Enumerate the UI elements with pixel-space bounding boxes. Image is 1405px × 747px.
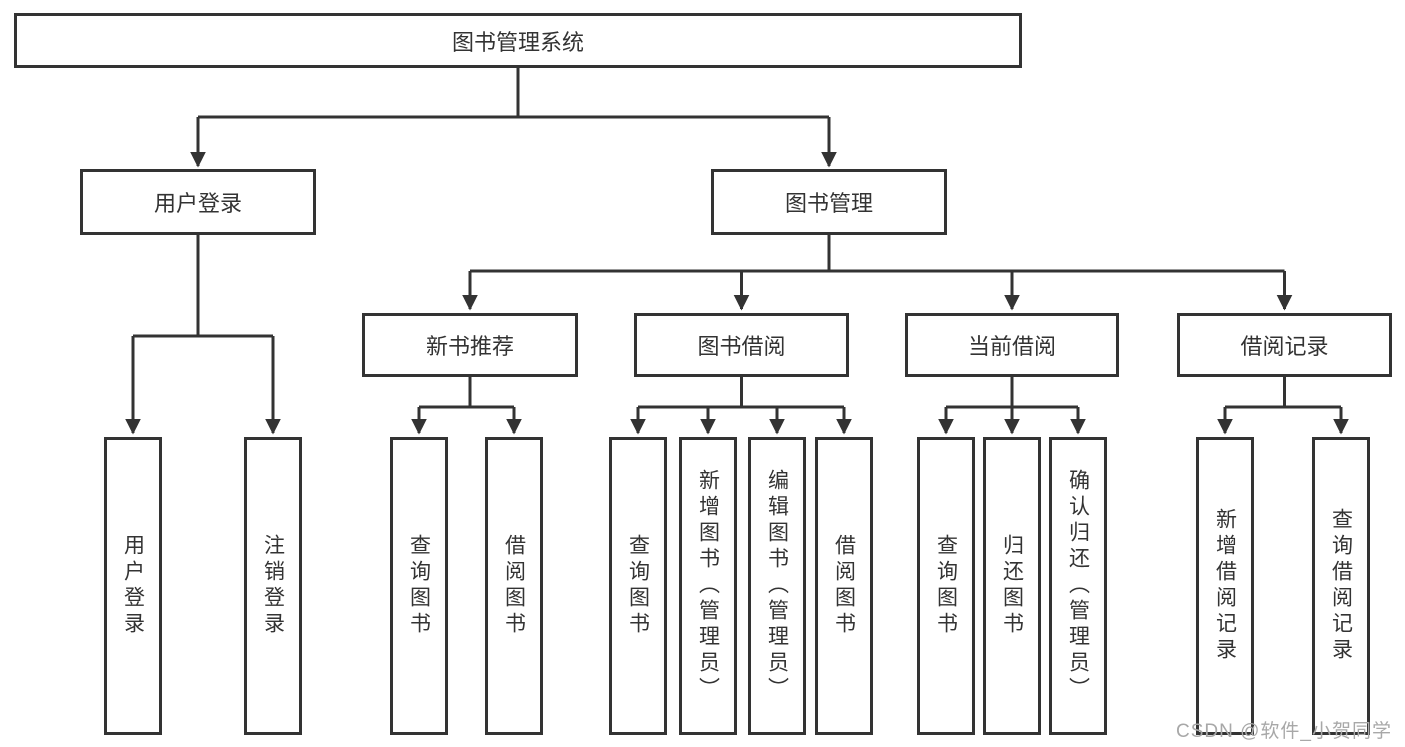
leaf-add-book-admin-label: 新增图书（管理员） — [696, 469, 720, 703]
leaf-logout: 注销登录 — [244, 437, 302, 735]
node-borrow-records: 借阅记录 — [1177, 313, 1392, 377]
node-new-book-recommend-label: 新书推荐 — [425, 334, 514, 359]
leaf-add-book-admin: 新增图书（管理员） — [679, 437, 737, 735]
node-book-management: 图书管理 — [711, 169, 947, 235]
node-user-login-label: 用户登录 — [153, 191, 242, 216]
leaf-query-books-recommend-label: 查询图书 — [407, 534, 431, 638]
node-user-login: 用户登录 — [80, 169, 316, 235]
node-new-book-recommend: 新书推荐 — [362, 313, 578, 377]
leaf-confirm-return-admin-label: 确认归还（管理员） — [1066, 469, 1090, 703]
leaf-borrow-books-borrowing-label: 借阅图书 — [832, 534, 856, 638]
leaf-return-book-label: 归还图书 — [1000, 534, 1024, 638]
node-book-borrowing: 图书借阅 — [634, 313, 849, 377]
leaf-user-login-label: 用户登录 — [121, 534, 145, 638]
leaf-edit-book-admin: 编辑图书（管理员） — [748, 437, 806, 735]
leaf-query-books-current: 查询图书 — [917, 437, 975, 735]
leaf-query-borrow-record: 查询借阅记录 — [1312, 437, 1370, 735]
node-book-borrowing-label: 图书借阅 — [697, 334, 786, 359]
leaf-query-books-current-label: 查询图书 — [934, 534, 958, 638]
node-current-borrowing-label: 当前借阅 — [967, 334, 1056, 359]
node-root-label: 图书管理系统 — [451, 29, 584, 55]
leaf-query-books-recommend: 查询图书 — [390, 437, 448, 735]
node-current-borrowing: 当前借阅 — [905, 313, 1119, 377]
leaf-confirm-return-admin: 确认归还（管理员） — [1049, 437, 1107, 735]
leaf-borrow-books-recommend: 借阅图书 — [485, 437, 543, 735]
leaf-add-borrow-record-label: 新增借阅记录 — [1213, 508, 1237, 664]
leaf-query-books-borrowing: 查询图书 — [609, 437, 667, 735]
leaf-add-borrow-record: 新增借阅记录 — [1196, 437, 1254, 735]
leaf-logout-label: 注销登录 — [261, 534, 285, 638]
leaf-return-book: 归还图书 — [983, 437, 1041, 735]
node-book-management-label: 图书管理 — [784, 191, 873, 216]
leaf-query-books-borrowing-label: 查询图书 — [626, 534, 650, 638]
node-root: 图书管理系统 — [14, 13, 1022, 68]
leaf-borrow-books-borrowing: 借阅图书 — [815, 437, 873, 735]
leaf-query-borrow-record-label: 查询借阅记录 — [1329, 508, 1353, 664]
csdn-watermark: CSDN @软件_小贺同学 — [1176, 721, 1392, 742]
leaf-borrow-books-recommend-label: 借阅图书 — [502, 534, 526, 638]
node-borrow-records-label: 借阅记录 — [1240, 334, 1329, 359]
leaf-edit-book-admin-label: 编辑图书（管理员） — [765, 469, 789, 703]
leaf-user-login: 用户登录 — [104, 437, 162, 735]
